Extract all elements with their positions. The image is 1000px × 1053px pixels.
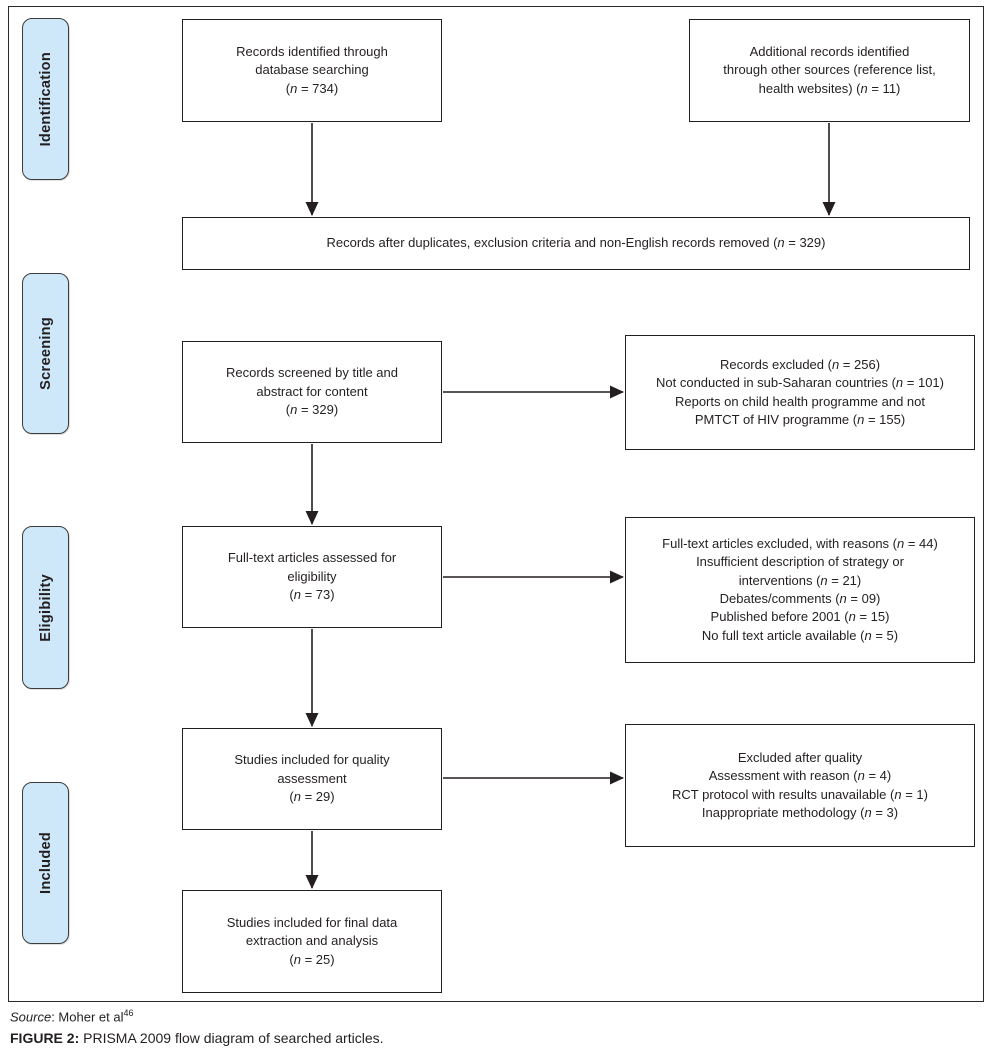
box-line: Records excluded (n = 256) (719, 356, 881, 372)
box-line: extraction and analysis (245, 933, 379, 949)
box-line: (n = 734) (285, 80, 339, 96)
stage-label-eligibility: Eligibility (22, 526, 69, 689)
box-line: Records screened by title and (226, 365, 398, 381)
box-line: (n = 73) (289, 587, 335, 603)
box-final-included: Studies included for final data extracti… (182, 890, 442, 993)
box-line: Debates/comments (n = 09) (719, 591, 881, 606)
box-line: abstract for content (256, 383, 368, 399)
box-line: health websites) (n = 11) (758, 80, 901, 96)
figure-caption: FIGURE 2: PRISMA 2009 flow diagram of se… (10, 1030, 384, 1046)
box-line: through other sources (reference list, (723, 62, 936, 78)
diagram-border (8, 6, 984, 1002)
box-line: Additional records identified (749, 43, 910, 59)
box-additional-records: Additional records identified through ot… (689, 19, 970, 122)
source-note: Source: Moher et al46 (10, 1008, 133, 1024)
stage-label-text: Eligibility (37, 573, 54, 642)
box-line: (n = 25) (289, 951, 335, 967)
box-line: interventions (n = 21) (738, 572, 862, 588)
stage-label-text: Screening (37, 317, 54, 390)
source-label: Source (10, 1009, 52, 1025)
box-line: Assessment with reason (n = 4) (708, 768, 892, 784)
box-fulltext-excluded: Full-text articles excluded, with reason… (625, 517, 975, 663)
box-quality-included: Studies included for quality assessment … (182, 728, 442, 830)
box-line: Full-text articles assessed for (227, 550, 397, 566)
box-line: Records after duplicates, exclusion crit… (326, 235, 826, 251)
box-line: Not conducted in sub-Saharan countries (… (656, 375, 944, 391)
box-line: assessment (277, 770, 347, 786)
caption-text: PRISMA 2009 flow diagram of searched art… (79, 1030, 384, 1046)
box-line: Records identified through (236, 43, 388, 59)
stage-label-identification: Identification (22, 18, 69, 180)
box-line: Studies included for final data (226, 914, 398, 930)
box-records-identified: Records identified through database sear… (182, 19, 442, 122)
box-line: (n = 329) (285, 402, 339, 418)
box-line: Studies included for quality (234, 752, 390, 768)
box-line: PMTCT of HIV programme (n = 155) (694, 411, 906, 427)
box-line: Published before 2001 (n = 15) (710, 609, 890, 625)
box-line: database searching (255, 62, 369, 78)
box-fulltext-assessed: Full-text articles assessed for eligibil… (182, 526, 442, 628)
stage-label-included: Included (22, 782, 69, 944)
stage-label-text: Included (37, 831, 54, 894)
box-quality-excluded: Excluded after quality Assessment with r… (625, 724, 975, 847)
source-ref-superscript: 46 (123, 1008, 134, 1018)
box-line: Excluded after quality (737, 749, 863, 765)
source-text: : Moher et al (51, 1009, 124, 1025)
box-records-screened: Records screened by title and abstract f… (182, 341, 442, 443)
box-records-excluded: Records excluded (n = 256) Not conducted… (625, 335, 975, 450)
box-line: Inappropriate methodology (n = 3) (701, 804, 899, 820)
box-line: No full text article available (n = 5) (701, 627, 899, 643)
box-line: Reports on child health programme and no… (674, 393, 926, 409)
box-line: RCT protocol with results unavailable (n… (672, 786, 928, 802)
stage-label-screening: Screening (22, 273, 69, 434)
box-line: eligibility (287, 568, 337, 584)
box-line: Insufficient description of strategy or (696, 554, 904, 570)
box-line: (n = 29) (289, 789, 335, 805)
box-line: Full-text articles excluded, with reason… (662, 535, 938, 551)
caption-label: FIGURE 2: (10, 1030, 80, 1046)
box-after-duplicates: Records after duplicates, exclusion crit… (182, 217, 970, 270)
stage-label-text: Identification (37, 51, 54, 147)
